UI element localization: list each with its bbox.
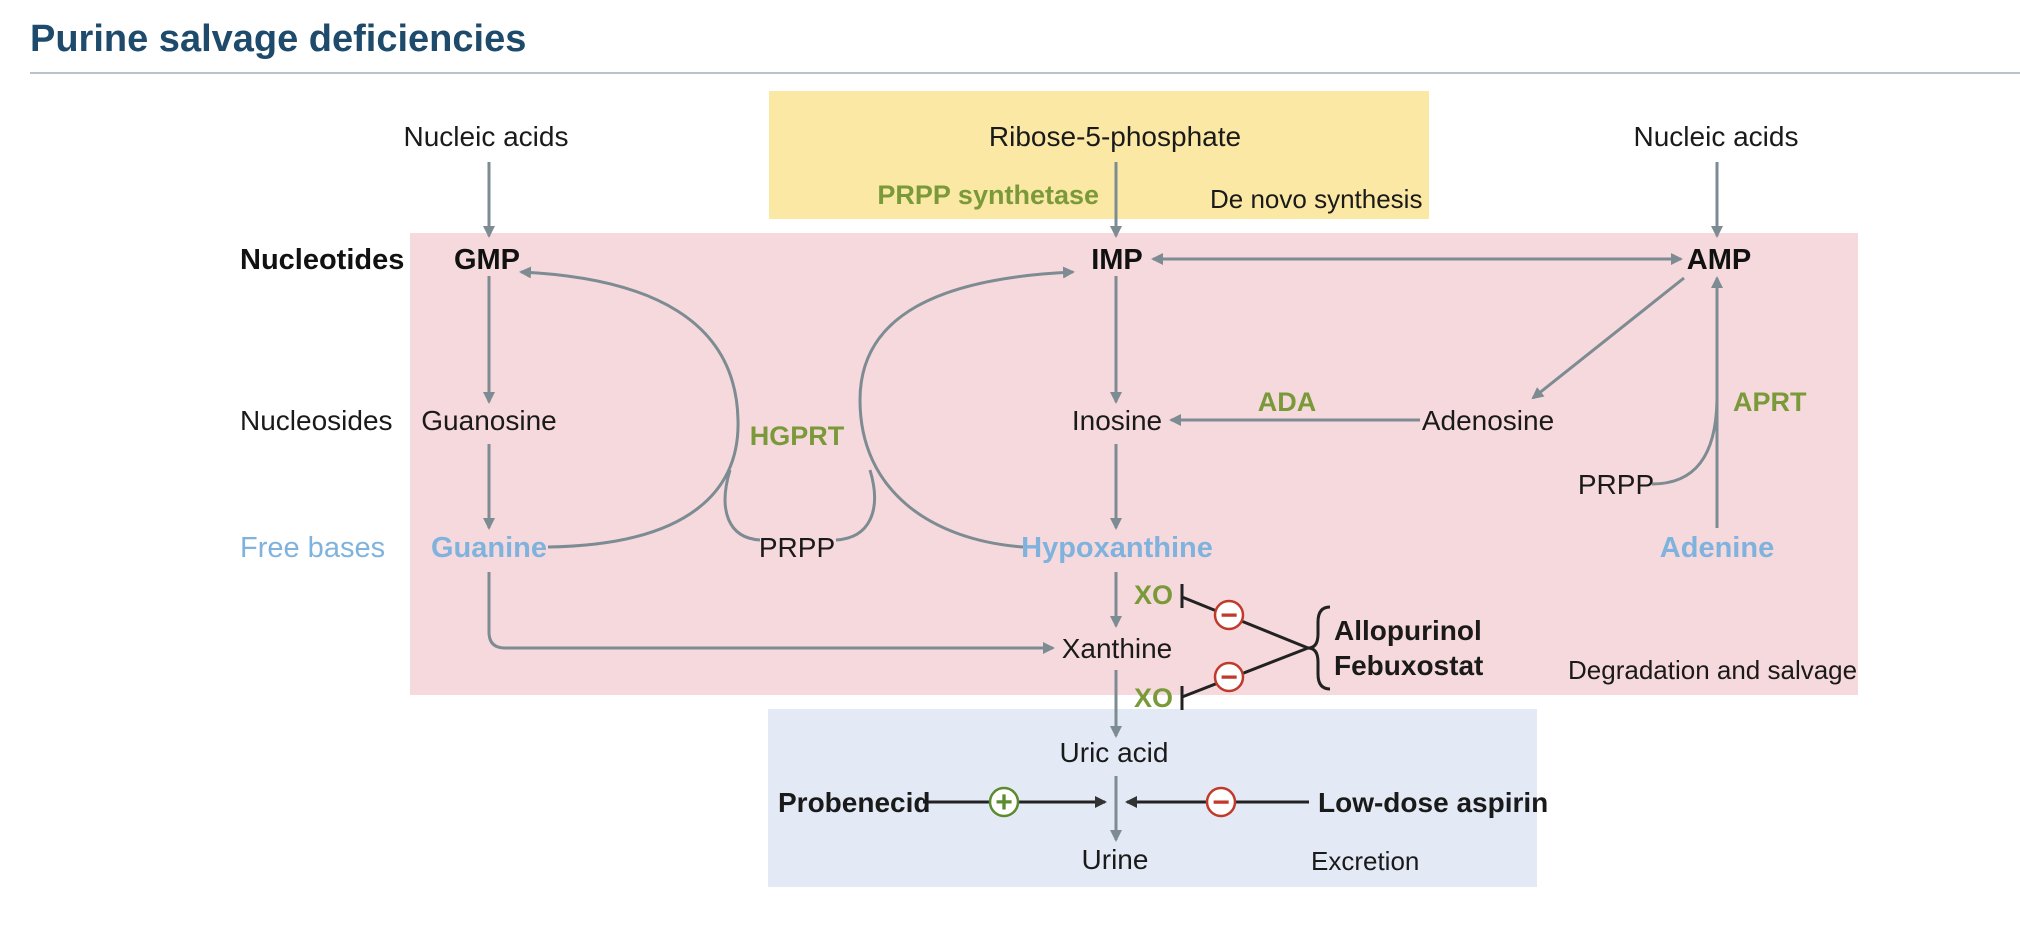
degradation-salvage-region	[410, 233, 1858, 695]
prpp-branch-left	[723, 469, 761, 542]
inhibit-circle-aspirin	[1205, 786, 1237, 818]
title-divider	[30, 72, 2020, 74]
enzyme-aprt: APRT	[1733, 387, 1807, 417]
node-adenine: Adenine	[1660, 532, 1774, 564]
region-label-degradation: Degradation and salvage	[1568, 655, 1857, 685]
inhibit-circle-xo-bottom	[1213, 661, 1245, 693]
arrow-hypoxanthine-to-imp-hgprt	[858, 266, 1075, 549]
drug-brace	[1307, 605, 1331, 691]
drug-febuxostat: Febuxostat	[1334, 650, 1483, 681]
enzyme-ada: ADA	[1258, 387, 1317, 417]
node-xanthine: Xanthine	[1062, 633, 1173, 664]
node-uric-acid: Uric acid	[1060, 737, 1169, 768]
row-label-free-bases: Free bases	[240, 532, 385, 564]
node-amp: AMP	[1687, 244, 1751, 276]
de-novo-synthesis-region	[769, 91, 1429, 219]
excretion-region	[768, 709, 1537, 887]
node-hypoxanthine: Hypoxanthine	[1021, 532, 1213, 564]
node-nucleic-acids-right: Nucleic acids	[1634, 121, 1799, 152]
inhibit-circle-xo-top	[1213, 599, 1245, 631]
node-prpp-right: PRPP	[1578, 469, 1654, 500]
drug-probenecid: Probenecid	[778, 787, 930, 818]
node-inosine: Inosine	[1072, 405, 1162, 436]
page-title: Purine salvage deficiencies	[30, 18, 527, 60]
node-ribose-5-phosphate: Ribose-5-phosphate	[989, 121, 1241, 152]
enzyme-prpp-synthetase: PRPP synthetase	[877, 180, 1099, 210]
inhibit-line-xo-top	[1181, 595, 1309, 650]
row-label-nucleosides: Nucleosides	[240, 405, 393, 436]
inhibit-line-xo-bottom	[1181, 646, 1309, 699]
node-adenosine: Adenosine	[1422, 405, 1554, 436]
node-guanosine: Guanosine	[421, 405, 556, 436]
node-gmp: GMP	[454, 244, 520, 276]
arrow-guanine-to-xanthine	[487, 572, 1055, 654]
enzyme-xo-bottom: XO	[1134, 683, 1173, 713]
arrow-guanine-to-gmp-hgprt	[519, 266, 740, 549]
drug-allopurinol: Allopurinol	[1334, 615, 1482, 646]
node-guanine: Guanine	[431, 532, 547, 564]
node-imp: IMP	[1091, 244, 1143, 276]
prpp-branch-aprt	[1651, 399, 1719, 486]
region-label-denovo: De novo synthesis	[1210, 184, 1422, 214]
row-label-nucleotides: Nucleotides	[240, 244, 404, 276]
region-label-excretion: Excretion	[1311, 846, 1419, 876]
drug-low-dose-aspirin: Low-dose aspirin	[1318, 787, 1548, 818]
enzyme-xo-top: XO	[1134, 580, 1173, 610]
stimulate-circle-probenecid	[988, 786, 1020, 818]
inhibit-sign-aspirin: −	[1212, 786, 1230, 819]
stimulate-sign-probenecid: +	[995, 786, 1013, 819]
inhibit-sign-xo-bottom: −	[1220, 661, 1238, 694]
node-nucleic-acids-left: Nucleic acids	[404, 121, 569, 152]
prpp-branch-right	[835, 469, 877, 542]
inhibit-sign-xo-top: −	[1220, 599, 1238, 632]
node-urine: Urine	[1082, 844, 1149, 875]
node-prpp-center: PRPP	[759, 532, 835, 563]
arrow-amp-to-adenosine	[1531, 276, 1685, 400]
enzyme-hgprt: HGPRT	[750, 421, 845, 451]
